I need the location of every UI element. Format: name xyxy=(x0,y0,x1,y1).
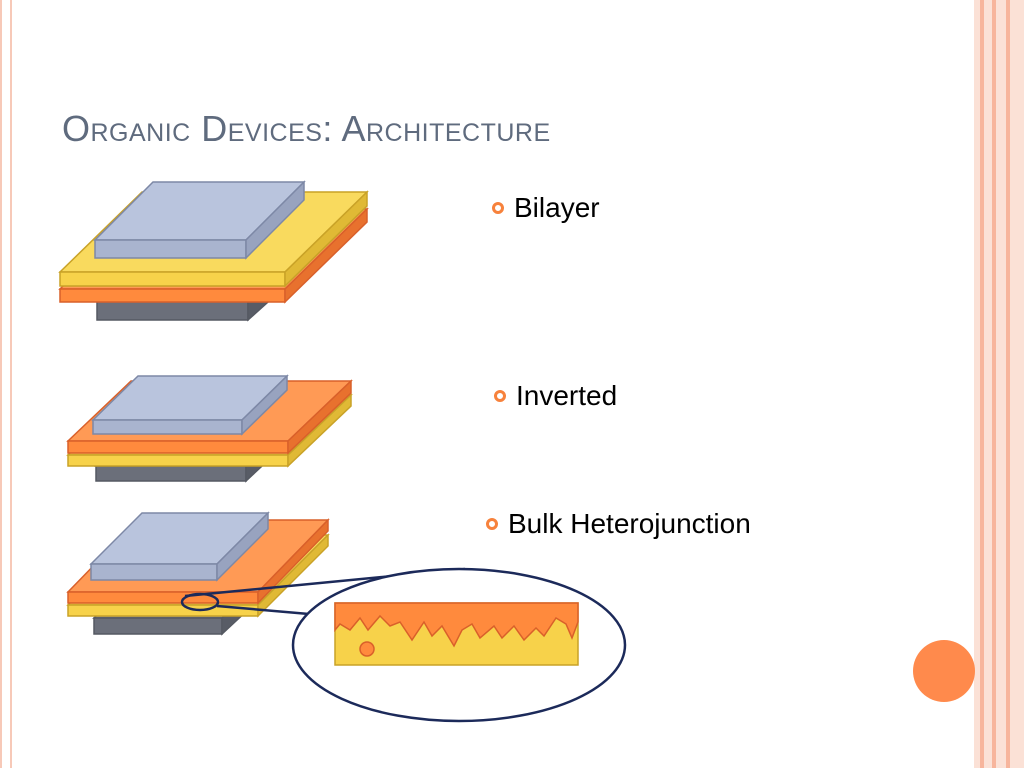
bullet-item-inverted: Inverted xyxy=(494,380,617,412)
right-border-stripe xyxy=(1006,0,1010,768)
domain-particle xyxy=(359,641,375,657)
left-border-decoration xyxy=(0,0,12,768)
bullet-label: Bilayer xyxy=(514,192,600,223)
top-electrode xyxy=(91,374,289,436)
right-border-stripe xyxy=(992,0,996,768)
interpenetrating-blend-inset xyxy=(334,602,579,666)
bilayer-device-stack xyxy=(58,180,369,322)
right-border-decoration xyxy=(974,0,1024,768)
orange-ring-bullet-icon xyxy=(492,202,504,214)
inverted-device-stack xyxy=(66,374,353,483)
bullet-label: Bulk Heterojunction xyxy=(508,508,751,539)
right-border-stripe xyxy=(980,0,984,768)
bullet-label: Inverted xyxy=(516,380,618,411)
orange-ring-bullet-icon xyxy=(494,390,506,402)
slide-title: Organic Devices: Architecture xyxy=(62,108,551,149)
zoom-line-bottom xyxy=(216,604,310,616)
zoom-callout xyxy=(180,567,627,723)
bullet-item-bilayer: Bilayer xyxy=(492,192,600,224)
bulk-heterojunction-device-stack xyxy=(66,511,330,636)
top-electrode xyxy=(93,180,306,260)
bullet-item-bulk-heterojunction: Bulk Heterojunction xyxy=(486,508,751,540)
orange-ring-bullet-icon xyxy=(486,518,498,530)
orange-circle-icon xyxy=(913,640,975,702)
top-electrode xyxy=(89,511,270,582)
